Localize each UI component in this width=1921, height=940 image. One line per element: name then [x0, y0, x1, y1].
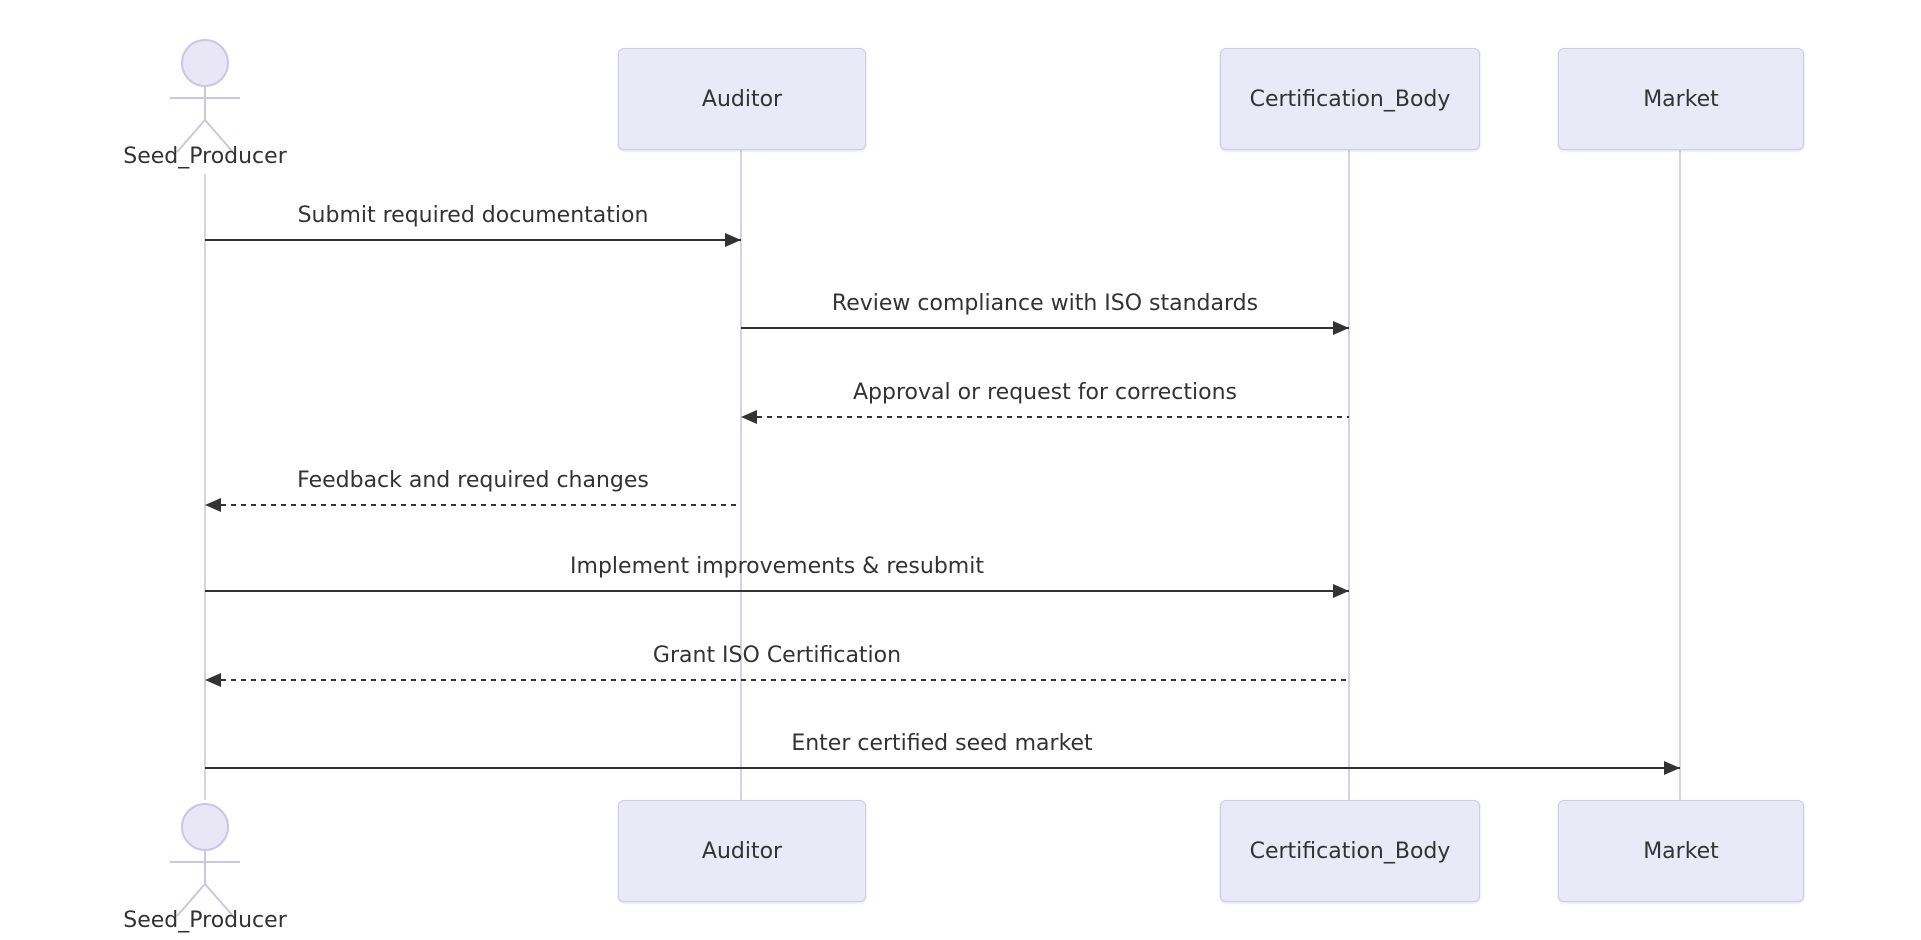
- participant-label-certification-body-top: Certification_Body: [1249, 86, 1451, 112]
- participant-label-market-bottom: Market: [1643, 838, 1719, 864]
- message-line-6: [221, 679, 1349, 681]
- message-label-3: Approval or request for corrections: [853, 380, 1237, 405]
- message-label-2: Review compliance with ISO standards: [831, 291, 1259, 316]
- actor-leg-left: [176, 883, 206, 917]
- participant-box-auditor-top: Auditor: [618, 48, 866, 150]
- participant-box-market-bottom: Market: [1558, 800, 1804, 902]
- arrowhead-right-icon: [1333, 321, 1349, 335]
- participant-box-certification-body-top: Certification_Body: [1220, 48, 1480, 150]
- participant-label-market-top: Market: [1643, 86, 1719, 112]
- message-label-5: Implement improvements & resubmit: [570, 554, 984, 579]
- participant-label-certification-body-bottom: Certification_Body: [1249, 838, 1451, 864]
- actor-head: [181, 39, 229, 87]
- message-line-3: [757, 416, 1349, 418]
- message-line-4: [221, 504, 741, 506]
- arrowhead-right-icon: [725, 233, 741, 247]
- lifeline-seed-producer: [204, 174, 206, 800]
- lifeline-market: [1679, 148, 1681, 800]
- message-label-7: Enter certified seed market: [791, 731, 1093, 756]
- arrowhead-left-icon: [205, 498, 221, 512]
- actor-head: [181, 803, 229, 851]
- actor-label-seed-producer-bottom: Seed_Producer: [123, 908, 287, 933]
- participant-box-auditor-bottom: Auditor: [618, 800, 866, 902]
- arrowhead-right-icon: [1664, 761, 1680, 775]
- lifeline-auditor: [740, 148, 742, 800]
- participant-box-market-top: Market: [1558, 48, 1804, 150]
- message-line-7: [205, 767, 1680, 769]
- actor-leg-right: [204, 883, 234, 917]
- participant-box-certification-body-bottom: Certification_Body: [1220, 800, 1480, 902]
- actor-leg-right: [204, 119, 234, 153]
- message-line-2: [741, 327, 1349, 329]
- message-label-6: Grant ISO Certification: [652, 643, 902, 668]
- actor-label-seed-producer-top: Seed_Producer: [123, 144, 287, 169]
- actor-leg-left: [176, 119, 206, 153]
- message-line-5: [205, 590, 1349, 592]
- message-line-1: [205, 239, 741, 241]
- arrowhead-left-icon: [205, 673, 221, 687]
- lifeline-certification-body: [1348, 148, 1350, 800]
- arrowhead-left-icon: [741, 410, 757, 424]
- participant-label-auditor-top: Auditor: [701, 86, 783, 112]
- message-label-4: Feedback and required changes: [297, 468, 649, 493]
- participant-label-auditor-bottom: Auditor: [701, 838, 783, 864]
- arrowhead-right-icon: [1333, 584, 1349, 598]
- actor-figure-seed-producer-top: [170, 39, 240, 153]
- actor-figure-seed-producer-bottom: [170, 803, 240, 917]
- message-label-1: Submit required documentation: [297, 203, 649, 228]
